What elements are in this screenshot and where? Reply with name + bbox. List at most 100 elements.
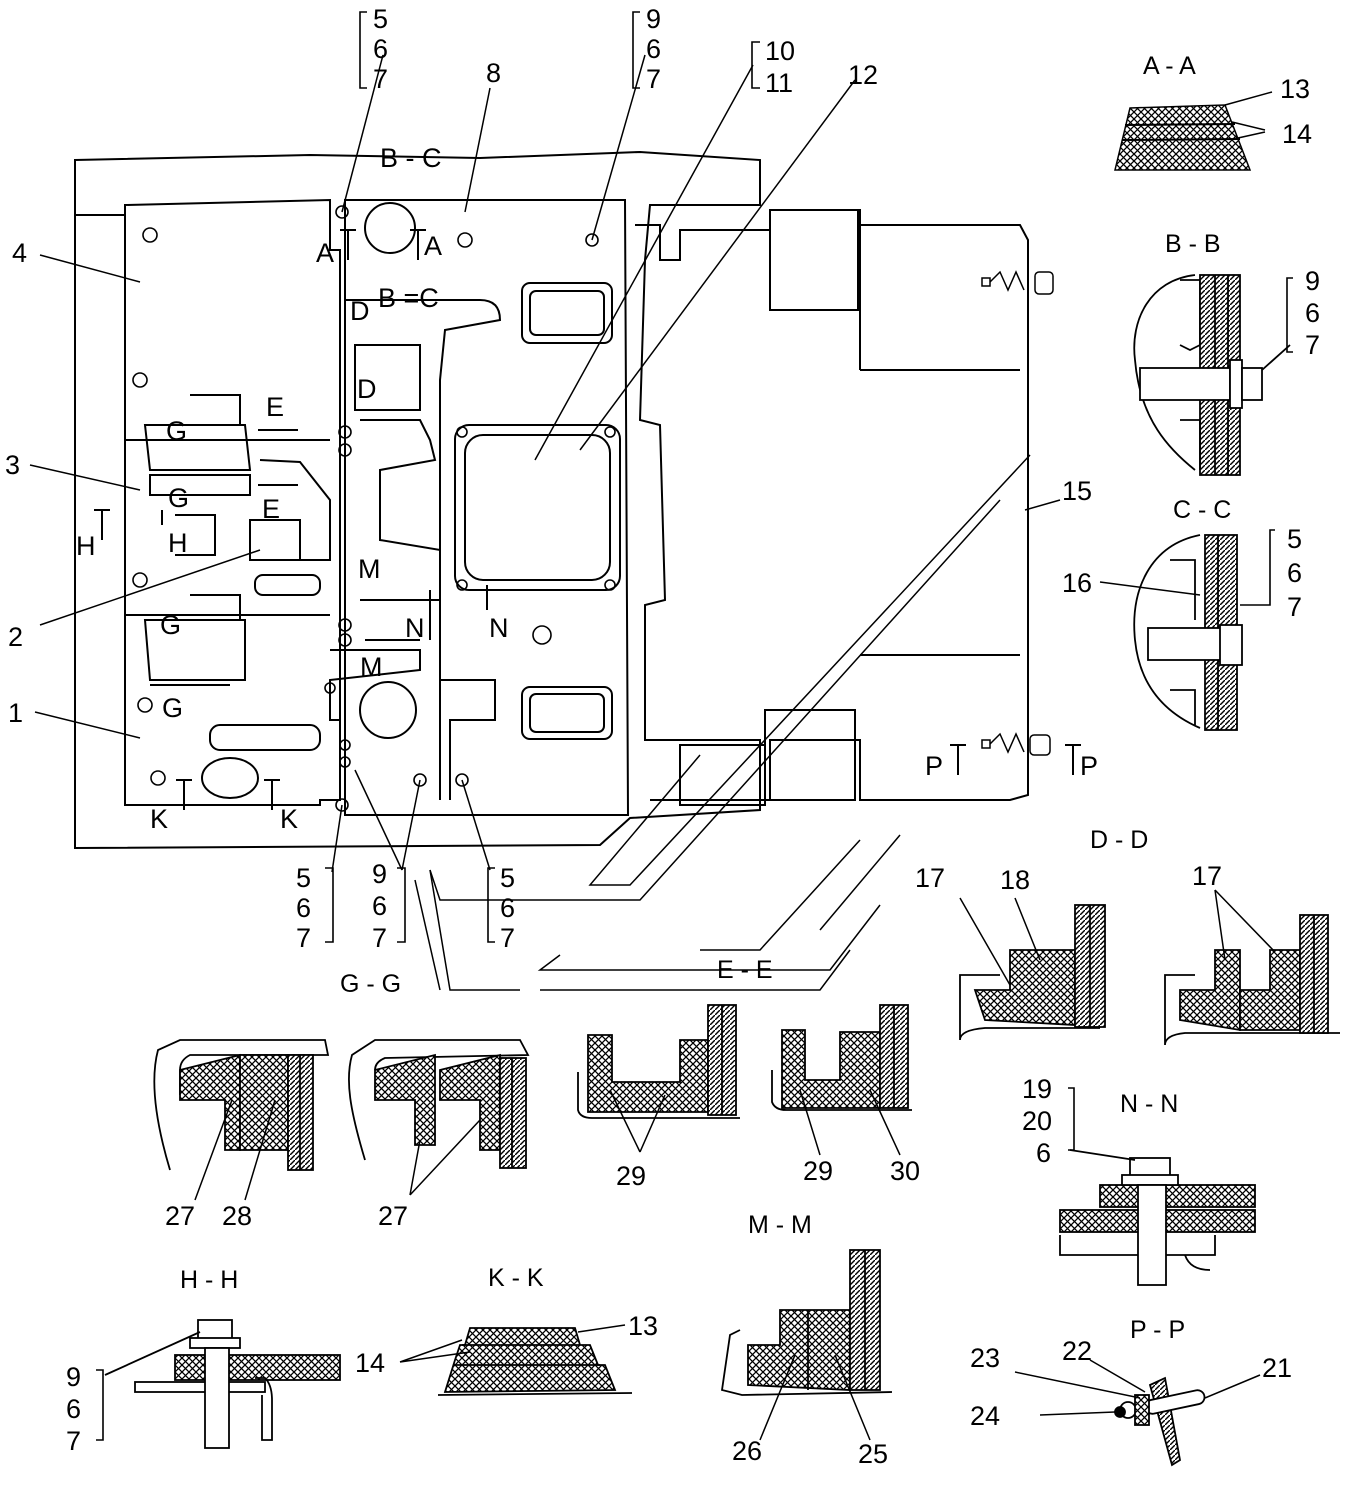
gg-label-27a: 27 bbox=[165, 1201, 195, 1231]
bb-label-9: 9 bbox=[1305, 266, 1320, 296]
section-d-d: D - D 17 18 17 bbox=[915, 826, 1340, 1046]
section-title-mm: M - M bbox=[748, 1211, 812, 1239]
cc-label-7: 7 bbox=[1287, 592, 1302, 622]
cut-label-m-bottom: M bbox=[360, 652, 383, 682]
cut-label-g-3: G bbox=[160, 610, 181, 640]
gg-label-28: 28 bbox=[222, 1201, 252, 1231]
callout-bot-c-1: 5 bbox=[500, 863, 515, 893]
cut-label-h-right: H bbox=[168, 528, 188, 558]
callout-8: 8 bbox=[486, 58, 501, 88]
callout-bot-a-2: 6 bbox=[296, 893, 311, 923]
section-m-m: M - M 26 25 bbox=[720, 1211, 893, 1469]
section-title-nn: N - N bbox=[1120, 1090, 1178, 1118]
section-g-g: G - G 27 28 27 bbox=[153, 970, 530, 1231]
cut-label-k-right: K bbox=[280, 804, 298, 834]
callout-top-c-1: 10 bbox=[765, 36, 795, 66]
cut-label-g-1: G bbox=[166, 416, 187, 446]
kk-label-14: 14 bbox=[355, 1348, 385, 1378]
section-title-aa: A - A bbox=[1143, 52, 1196, 80]
cut-label-p-left: P bbox=[925, 751, 943, 781]
cut-label-bc: B - C bbox=[380, 143, 442, 173]
cut-label-m-top: M bbox=[358, 554, 381, 584]
section-title-dd: D - D bbox=[1090, 826, 1148, 854]
section-title-hh: H - H bbox=[180, 1266, 238, 1294]
nn-label-6: 6 bbox=[1036, 1138, 1051, 1168]
callout-4: 4 bbox=[12, 238, 27, 268]
aa-label-14: 14 bbox=[1282, 119, 1312, 149]
cut-label-n-right: N bbox=[489, 613, 509, 643]
hh-label-7: 7 bbox=[66, 1426, 81, 1456]
callout-bot-b-1: 9 bbox=[372, 859, 387, 889]
callout-top-b-1: 9 bbox=[646, 4, 661, 34]
cut-label-d-bottom: D bbox=[357, 374, 377, 404]
nn-label-19: 19 bbox=[1022, 1074, 1052, 1104]
pp-label-24: 24 bbox=[970, 1401, 1000, 1431]
section-title-cc: C - C bbox=[1173, 496, 1231, 524]
cut-label-p-right: P bbox=[1080, 751, 1098, 781]
cut-label-g-2: G bbox=[168, 483, 189, 513]
cut-label-e-bottom: E bbox=[262, 494, 280, 524]
pp-label-23: 23 bbox=[970, 1343, 1000, 1373]
cc-label-5: 5 bbox=[1287, 524, 1302, 554]
nn-label-20: 20 bbox=[1022, 1106, 1052, 1136]
callout-top-a-2: 6 bbox=[373, 34, 388, 64]
cut-label-k-left: K bbox=[150, 804, 168, 834]
section-p-p: P - P 23 22 21 24 bbox=[970, 1316, 1292, 1467]
main-panel-view bbox=[74, 150, 1081, 991]
pp-label-21: 21 bbox=[1262, 1353, 1292, 1383]
callout-top-a-3: 7 bbox=[373, 64, 388, 94]
mm-label-26: 26 bbox=[732, 1436, 762, 1466]
callout-top-b-3: 7 bbox=[646, 64, 661, 94]
bb-label-6: 6 bbox=[1305, 298, 1320, 328]
callout-bot-a-1: 5 bbox=[296, 863, 311, 893]
gg-label-27b: 27 bbox=[378, 1201, 408, 1231]
callout-bot-b-2: 6 bbox=[372, 891, 387, 921]
callout-top-c-2: 11 bbox=[765, 68, 793, 98]
callout-12: 12 bbox=[848, 60, 878, 90]
callout-bot-a-3: 7 bbox=[296, 923, 311, 953]
section-n-n: N - N 19 20 6 bbox=[1022, 1074, 1256, 1286]
callout-15: 15 bbox=[1062, 476, 1092, 506]
bb-label-7: 7 bbox=[1305, 330, 1320, 360]
callout-1: 1 bbox=[8, 698, 23, 728]
callout-3: 3 bbox=[5, 450, 20, 480]
callout-2: 2 bbox=[8, 622, 23, 652]
pp-label-22: 22 bbox=[1062, 1336, 1092, 1366]
bracket-marks bbox=[96, 11, 1293, 1441]
hh-label-9: 9 bbox=[66, 1362, 81, 1392]
cc-label-6: 6 bbox=[1287, 558, 1302, 588]
cut-label-beqc: B =C bbox=[378, 283, 439, 313]
section-a-a: A - A 13 14 bbox=[1114, 52, 1312, 171]
ee-label-29a: 29 bbox=[616, 1161, 646, 1191]
kk-label-13: 13 bbox=[628, 1311, 658, 1341]
ee-label-30: 30 bbox=[890, 1156, 920, 1186]
section-b-b: B - B 9 6 7 bbox=[1133, 230, 1320, 476]
aa-label-13: 13 bbox=[1280, 74, 1310, 104]
section-title-pp: P - P bbox=[1130, 1316, 1185, 1344]
section-title-ee: E - E bbox=[717, 956, 773, 984]
dd-label-17a: 17 bbox=[915, 863, 945, 893]
dd-label-18: 18 bbox=[1000, 865, 1030, 895]
section-title-bb: B - B bbox=[1165, 230, 1221, 258]
section-h-h: H - H 9 6 7 bbox=[66, 1266, 341, 1456]
leader-lines bbox=[29, 54, 1201, 873]
cut-label-n-left: N bbox=[405, 613, 425, 643]
section-title-kk: K - K bbox=[488, 1264, 544, 1292]
cut-label-g-4: G bbox=[162, 693, 183, 723]
ee-label-29b: 29 bbox=[803, 1156, 833, 1186]
callout-bot-c-2: 6 bbox=[500, 893, 515, 923]
hh-label-6: 6 bbox=[66, 1394, 81, 1424]
callout-top-b-2: 6 bbox=[646, 34, 661, 64]
section-k-k: K - K 14 13 bbox=[355, 1264, 658, 1396]
callout-bot-b-3: 7 bbox=[372, 923, 387, 953]
section-title-gg: G - G bbox=[340, 970, 401, 998]
section-e-e: E - E 29 29 30 bbox=[577, 956, 920, 1191]
cut-label-d-top: D bbox=[350, 296, 370, 326]
callout-16: 16 bbox=[1062, 568, 1092, 598]
callout-top-a-1: 5 bbox=[373, 4, 388, 34]
cut-label-e-top: E bbox=[266, 392, 284, 422]
cut-label-a-left: A bbox=[316, 238, 334, 268]
callout-bot-c-3: 7 bbox=[500, 923, 515, 953]
dd-label-17b: 17 bbox=[1192, 861, 1222, 891]
mm-label-25: 25 bbox=[858, 1439, 888, 1469]
